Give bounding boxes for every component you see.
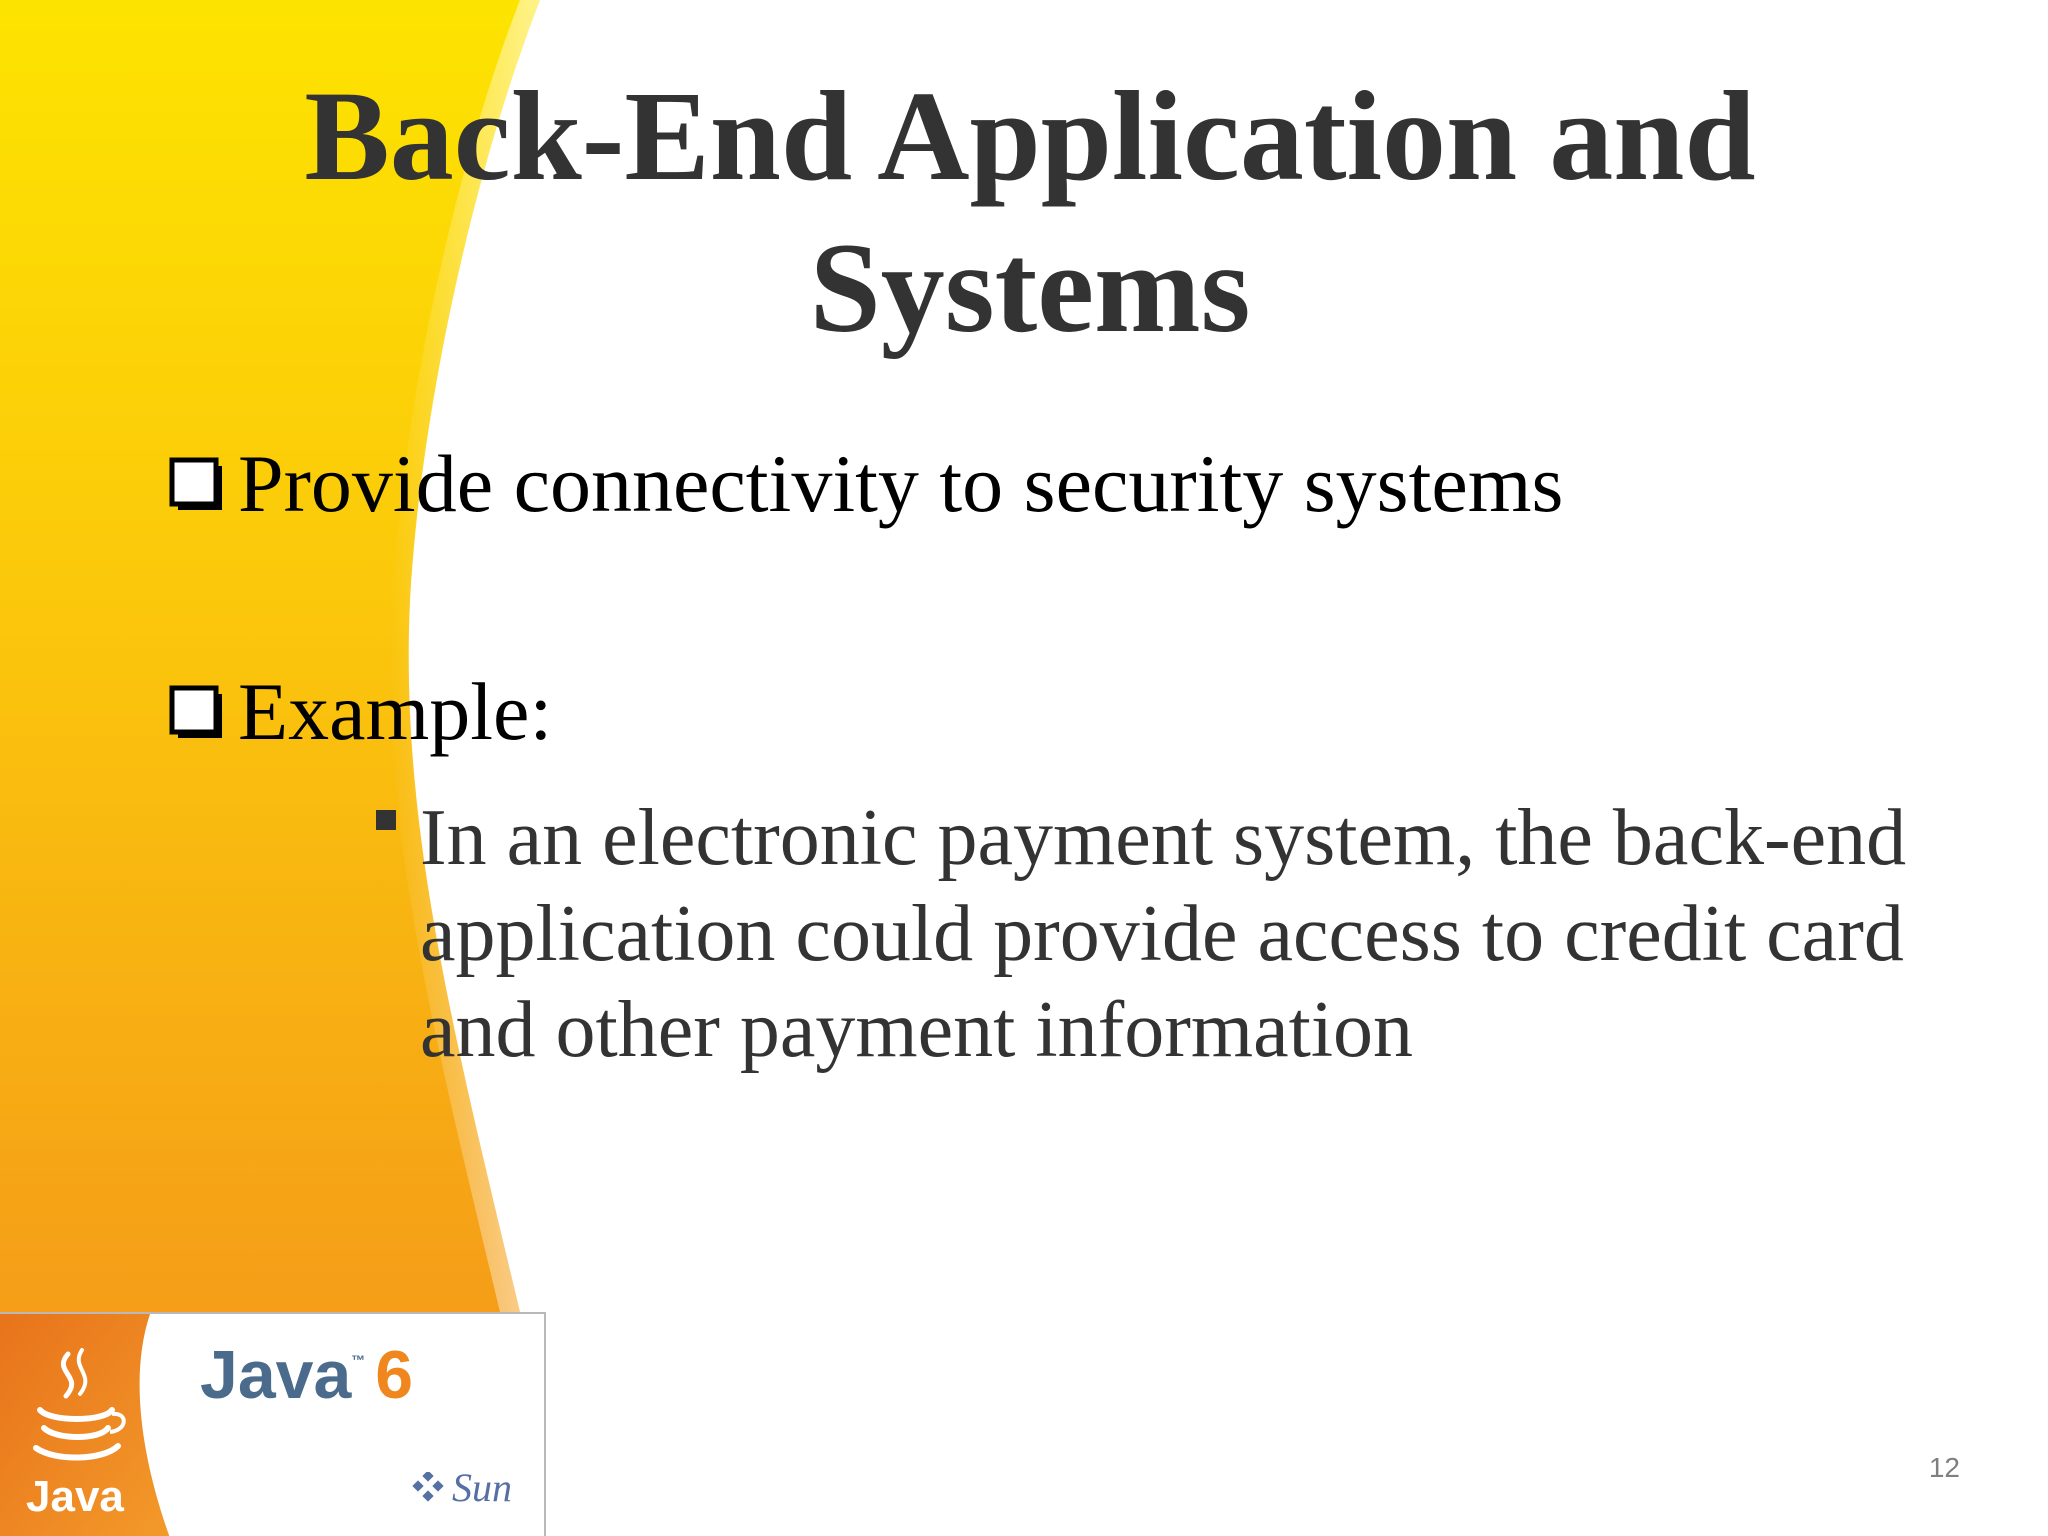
java-version: 6 [375,1337,414,1413]
sun-logo-icon [412,1472,444,1502]
java-cup-label: Java [26,1472,124,1521]
hollow-box-bullet-icon [168,436,228,532]
bullet-item-connectivity: Provide connectivity to security systems [168,436,1563,532]
bullet-text: Example: [238,666,553,757]
java-cup-icon [0,1314,170,1536]
trademark-symbol: ™ [351,1352,366,1368]
bullet-item-example: Example: [168,664,552,760]
hollow-box-bullet-icon [168,664,228,760]
java6-wordmark: Java™ 6 [200,1336,413,1414]
java-brand: Java [200,1337,352,1413]
sub-bullet-item: In an electronic payment system, the bac… [372,790,1960,1078]
page-number: 12 [1928,1452,1960,1483]
bullet-text: Provide connectivity to security systems [238,438,1564,529]
sun-wordmark: Sun [452,1465,512,1510]
slide-title: Back-End Application and Systems [304,65,1756,359]
filled-square-bullet-icon [372,790,420,886]
sub-bullet-text: In an electronic payment system, the bac… [420,794,1907,1074]
